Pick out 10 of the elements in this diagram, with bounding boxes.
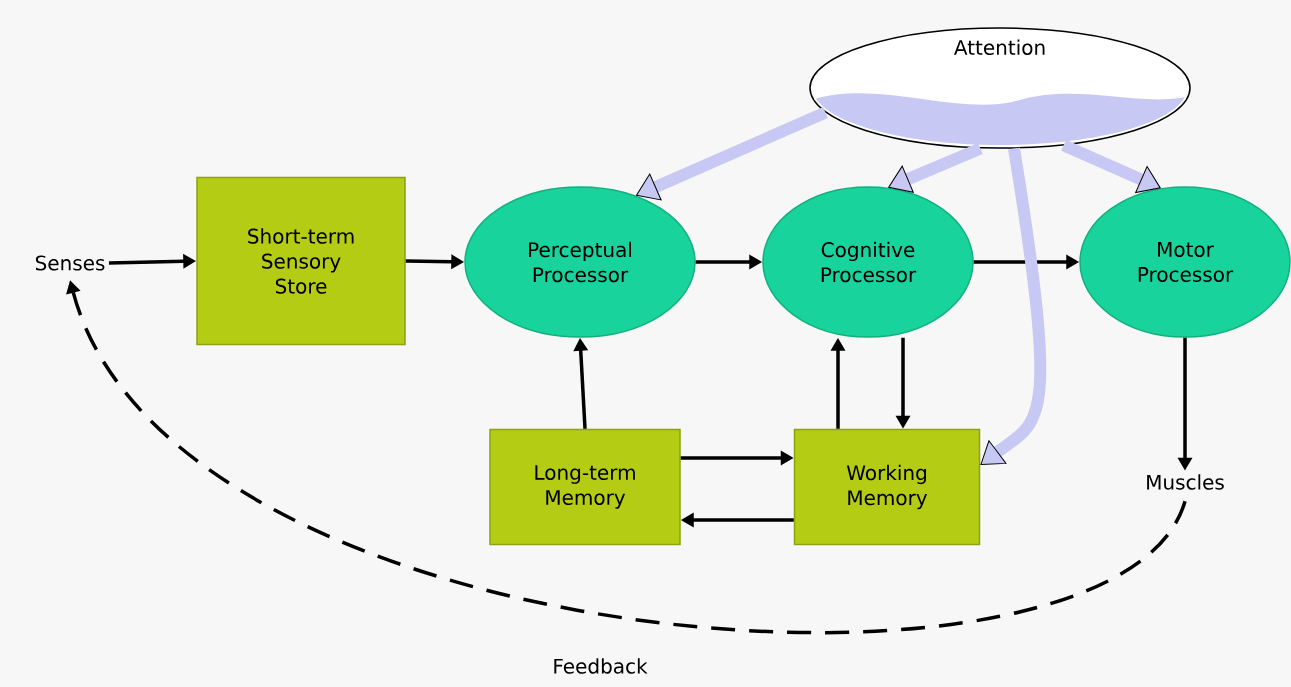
attention-arrow <box>888 142 983 193</box>
output-label: Muscles <box>1147 474 1224 490</box>
edge-label: Feedback <box>550 656 650 676</box>
store-box: Short-term Sensory Store <box>196 176 406 346</box>
attention-arrow <box>1061 139 1161 193</box>
memory-box: Working Memory <box>793 428 981 546</box>
attention-arrow <box>636 107 828 201</box>
input-label: Senses <box>35 255 105 271</box>
memory-box: Long-term Memory <box>489 428 681 546</box>
attention-arrow <box>980 147 1047 465</box>
